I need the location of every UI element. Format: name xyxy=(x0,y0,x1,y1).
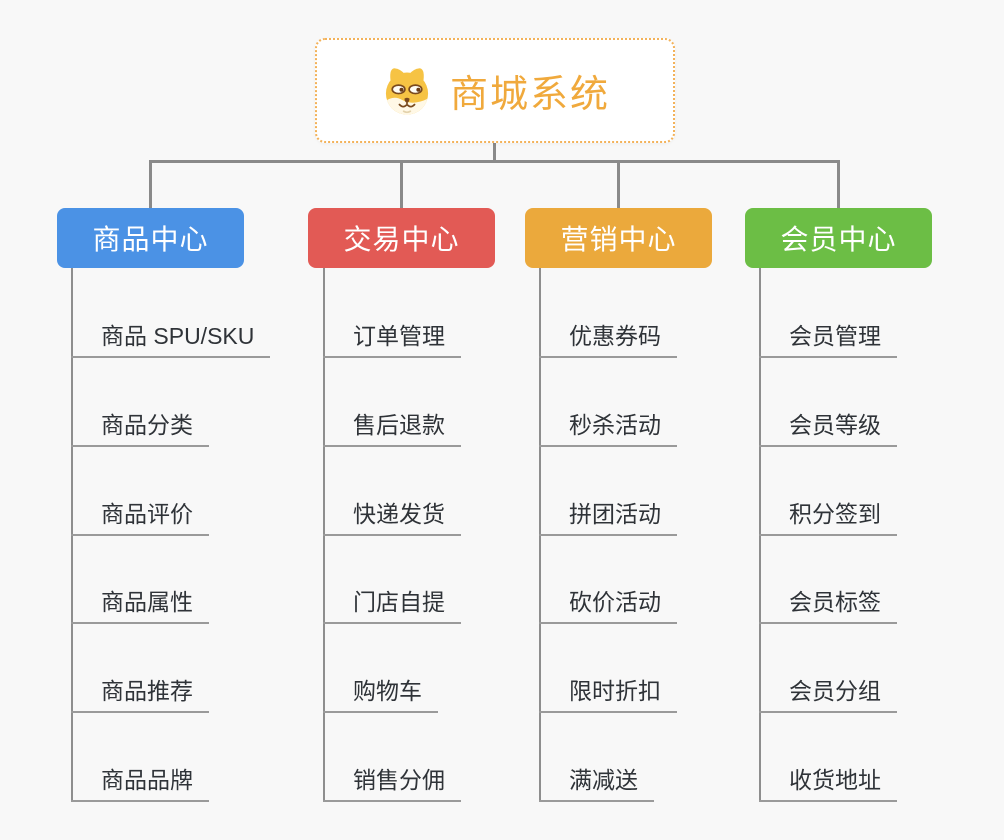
leaf-item[interactable]: 积分签到 xyxy=(759,496,897,536)
connector-drop-1 xyxy=(149,160,152,208)
connector-root-stem xyxy=(493,142,496,162)
leaf-item[interactable]: 满减送 xyxy=(539,762,654,802)
root-node[interactable]: 商城系统 xyxy=(315,38,675,143)
connector-drop-2 xyxy=(400,160,403,208)
leaf-item[interactable]: 商品 SPU/SKU xyxy=(71,318,271,358)
leaf-item[interactable]: 快递发货 xyxy=(323,496,461,536)
leaf-item[interactable]: 砍价活动 xyxy=(539,584,677,624)
leaf-item[interactable]: 商品评价 xyxy=(71,496,209,536)
branch-node-marketing-center[interactable]: 营销中心 xyxy=(525,208,712,268)
leaf-item[interactable]: 会员等级 xyxy=(759,407,897,447)
leaf-item[interactable]: 门店自提 xyxy=(323,584,461,624)
leaf-item[interactable]: 售后退款 xyxy=(323,407,461,447)
connector-drop-3 xyxy=(617,160,620,208)
dog-face-icon xyxy=(385,67,429,115)
leaf-item[interactable]: 商品品牌 xyxy=(71,762,209,802)
branch-node-product-center[interactable]: 商品中心 xyxy=(57,208,244,268)
branch-node-member-center[interactable]: 会员中心 xyxy=(745,208,932,268)
leaf-item[interactable]: 订单管理 xyxy=(323,318,461,358)
leaf-item[interactable]: 会员标签 xyxy=(759,584,897,624)
leaf-item[interactable]: 限时折扣 xyxy=(539,673,677,713)
leaf-item[interactable]: 收货地址 xyxy=(759,762,897,802)
branch-node-trade-center[interactable]: 交易中心 xyxy=(308,208,495,268)
leaf-item[interactable]: 商品推荐 xyxy=(71,673,209,713)
leaf-item[interactable]: 拼团活动 xyxy=(539,496,677,536)
leaf-item[interactable]: 优惠券码 xyxy=(539,318,677,358)
root-title: 商城系统 xyxy=(449,74,610,116)
leaf-item[interactable]: 商品分类 xyxy=(71,407,209,447)
leaf-item[interactable]: 会员分组 xyxy=(759,673,897,713)
connector-rail xyxy=(149,160,840,163)
leaf-item[interactable]: 秒杀活动 xyxy=(539,407,677,447)
leaf-item[interactable]: 会员管理 xyxy=(759,318,897,358)
connector-drop-4 xyxy=(837,160,840,208)
leaf-item[interactable]: 商品属性 xyxy=(71,584,209,624)
leaf-item[interactable]: 购物车 xyxy=(323,673,438,713)
leaf-item[interactable]: 销售分佣 xyxy=(323,762,461,802)
